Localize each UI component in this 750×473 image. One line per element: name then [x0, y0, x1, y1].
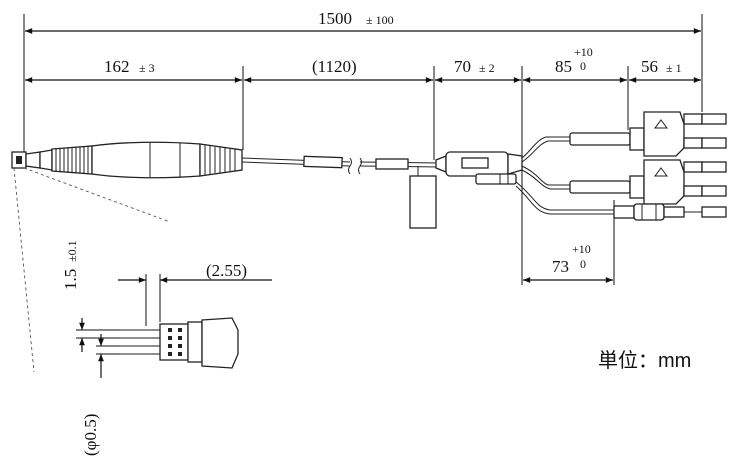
probe-assembly	[11, 141, 243, 179]
dimension-cable: (1120)	[244, 57, 433, 83]
middle-plug	[569, 159, 727, 205]
dim-pin-pitch-value: 1.5	[61, 269, 80, 290]
dim-probe-value: 162	[104, 57, 130, 76]
cable-label-tag	[409, 175, 437, 229]
dim-cable-value: (1120)	[312, 57, 357, 76]
splitter	[435, 151, 523, 185]
probe-barrel	[91, 141, 201, 179]
dimension-splitter: 70 ± 2	[435, 57, 522, 83]
dim-pin-length-value: (2.55)	[206, 261, 247, 280]
lower-plug	[613, 203, 727, 221]
dimension-branch-upper: 85 +10 0	[522, 45, 628, 83]
dimension-plug: 56 ± 1	[628, 57, 702, 83]
dim-probe-tol: ± 3	[139, 61, 155, 75]
dim-plug-value: 56	[641, 57, 658, 76]
dim-branch-upper-value: 85	[555, 57, 572, 76]
dim-splitter-tol: ± 2	[479, 61, 495, 75]
strain-relief	[199, 143, 243, 177]
upper-plug	[569, 111, 727, 157]
dim-total-value: 1500	[318, 9, 352, 28]
dimension-probe: 162 ± 3	[24, 57, 242, 83]
cable	[241, 155, 441, 229]
dimension-branch-lower: 73 +10 0	[522, 242, 614, 283]
branch-wires	[515, 136, 614, 215]
dim-plug-tol: ± 1	[666, 61, 682, 75]
dim-branch-lower-tol-minus: 0	[580, 257, 586, 271]
units-label: 単位：mm	[598, 350, 692, 372]
dim-branch-lower-tol-plus: +10	[572, 242, 591, 256]
upper-plug-head	[643, 111, 685, 157]
probe-tip-core	[16, 156, 22, 164]
dim-pin-pitch-tol: ±0.1	[65, 240, 79, 262]
dim-branch-upper-tol-minus: 0	[580, 59, 586, 73]
detail-pins	[120, 329, 160, 355]
detail-connector	[76, 274, 239, 369]
dimension-total: 1500 ± 100	[24, 9, 702, 34]
dim-total-tol: ± 100	[366, 13, 394, 27]
detail-leader	[13, 167, 171, 373]
dim-branch-lower-value: 73	[552, 257, 569, 276]
dim-branch-upper-tol-plus: +10	[574, 45, 593, 59]
middle-plug-head	[643, 159, 685, 205]
dimension-pin-pitch: 1.5 ±0.1	[61, 240, 85, 352]
dim-pin-diameter-value: (φ0.5)	[81, 414, 100, 456]
dimension-pin-diameter: (φ0.5)	[81, 334, 104, 456]
dim-splitter-value: 70	[454, 57, 471, 76]
dimension-pin-length: (2.55)	[118, 261, 272, 283]
grip-ribs	[55, 146, 89, 174]
